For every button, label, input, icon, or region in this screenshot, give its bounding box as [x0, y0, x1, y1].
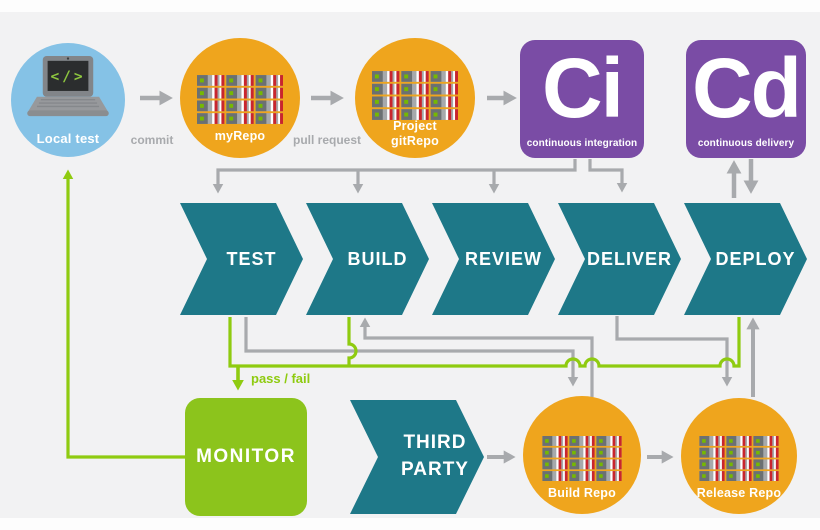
release-repo-node: Release Repo [681, 398, 797, 514]
ci-caption: continuous integration [526, 138, 638, 149]
laptop-icon: </> [27, 56, 109, 117]
arrow-buildrepo-to-build [359, 317, 594, 397]
server-rack-icon [197, 75, 283, 124]
arrow-ci-to-test [212, 159, 577, 194]
cd-logo-text: Cd [692, 41, 802, 135]
arrow-deliver-to-releaserepo [615, 316, 733, 387]
server-rack-icon [372, 71, 458, 120]
top-margin [0, 0, 820, 12]
arrow-test-to-buildrepo [244, 317, 579, 387]
third-party-label-line1: THIRD [403, 432, 467, 454]
local-test-label: Local test [36, 131, 100, 146]
green-bus-test-build-deploy [228, 317, 741, 368]
server-rack-icon [696, 436, 782, 481]
gitrepo-node: Project gitRepo [355, 38, 475, 158]
bottom-margin [0, 518, 820, 530]
pass-fail-label: pass / fail [251, 371, 311, 386]
monitor-node: MONITOR [185, 398, 307, 516]
ci-logo-text: Ci [542, 41, 624, 135]
commit-label: commit [130, 133, 174, 147]
release-repo-label: Release Repo [696, 486, 782, 500]
pull-request-label: pull request [292, 133, 361, 147]
arrow-ci-to-deliver [588, 159, 628, 193]
server-rack-icon [539, 436, 625, 481]
gitrepo-label-line1: Project [393, 119, 437, 134]
build-repo-label: Build Repo [548, 486, 616, 500]
myrepo-node: myRepo [180, 38, 300, 158]
green-drop-build [347, 317, 358, 366]
cd-caption: continuous delivery [697, 138, 795, 149]
stage-label: DEPLOY [715, 248, 796, 269]
third-party-label-line2: PARTY [401, 459, 469, 480]
gitrepo-label-line2: gitRepo [391, 133, 439, 148]
myrepo-label: myRepo [214, 129, 266, 143]
local-test-node: </> Local test [11, 43, 125, 157]
code-glyph: </> [50, 68, 85, 85]
stage-label: BUILD [347, 248, 408, 269]
build-repo-node: Build Repo [523, 396, 641, 514]
ci-badge: Ci continuous integration [520, 40, 644, 158]
green-feedback-monitor-to-localtest [62, 169, 185, 459]
stage-label: DELIVER [586, 248, 672, 269]
monitor-label: MONITOR [196, 446, 296, 467]
stage-label: TEST [226, 248, 277, 269]
cd-badge: Cd continuous delivery [686, 40, 806, 158]
stage-label: REVIEW [464, 248, 542, 269]
